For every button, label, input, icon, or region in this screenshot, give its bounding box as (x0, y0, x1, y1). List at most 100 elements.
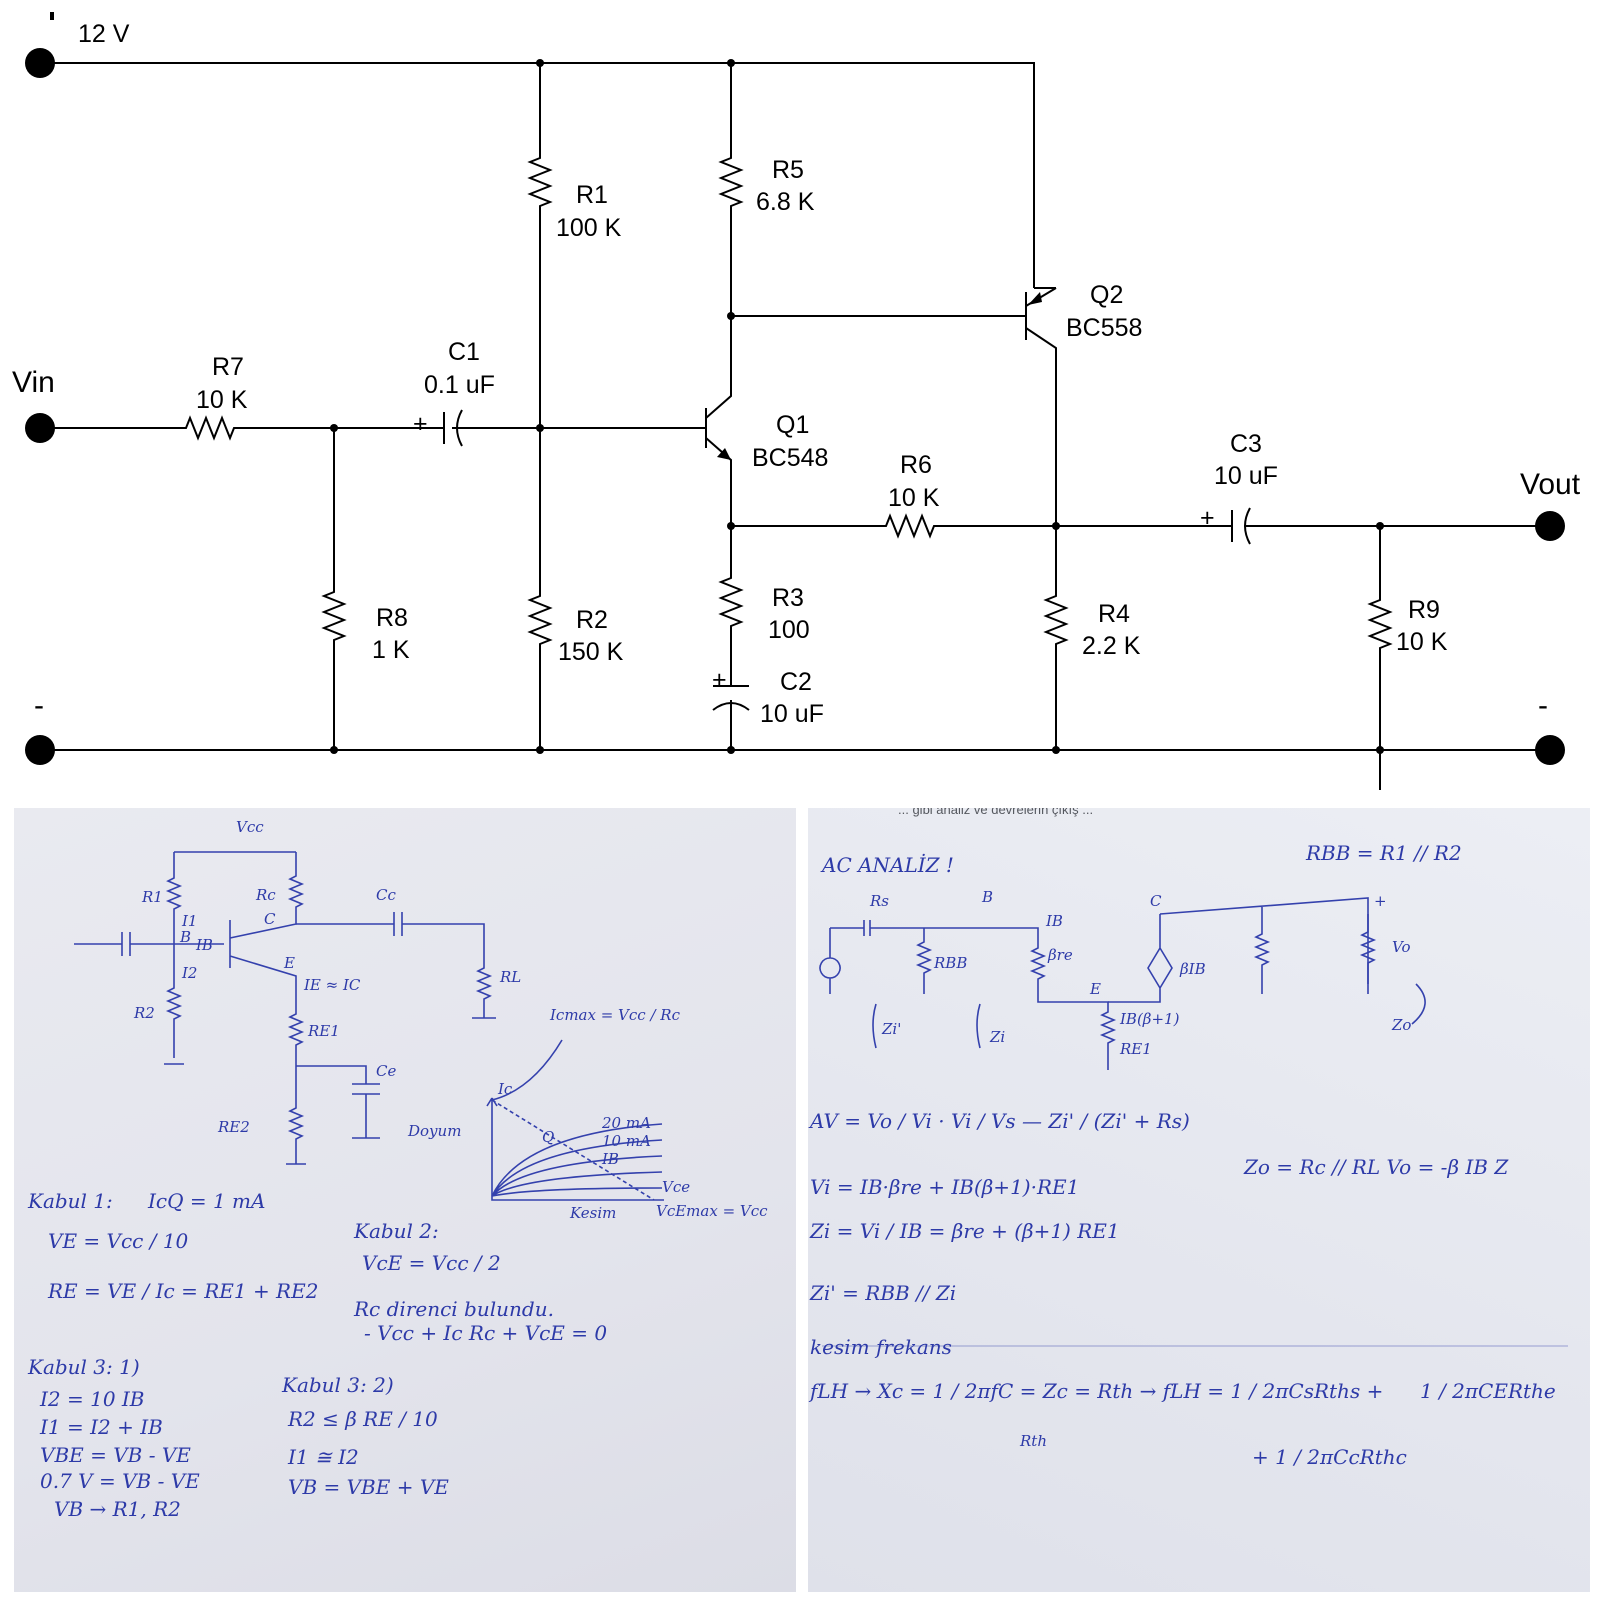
svg-text:RBB: RBB (933, 954, 967, 972)
r5-resistor (718, 63, 1026, 317)
c1-name: C1 (448, 338, 480, 366)
kabul-2-block: Kabul 2: VcE = Vcc / 2 Rc direnci bulund… (353, 1219, 607, 1345)
ground-terminal-left (25, 735, 55, 765)
svg-text:I1: I1 (181, 912, 197, 930)
r5-name: R5 (772, 156, 804, 184)
zi-formula: Zi = Vi / IB = βre + (β+1) RE1 (809, 1219, 1120, 1243)
zo-formula: Zo = Rc // RL Vo = -β IB Z (1243, 1155, 1509, 1179)
notes-right-drawing: ... gibi analiz ve devrelerin çıkış ... … (808, 808, 1568, 1469)
svg-text:Icmax = Vcc / Rc: Icmax = Vcc / Rc (549, 1006, 681, 1024)
c3-name: C3 (1230, 430, 1262, 458)
svg-text:VcEmax = Vcc: VcEmax = Vcc (656, 1202, 768, 1220)
r6-value: 10 K (888, 484, 940, 512)
flh-formula: fLH → Xc = 1 / 2πfC = Zc = Rth → fLH = 1… (808, 1379, 1383, 1403)
svg-text:C: C (264, 910, 276, 928)
rth-label: Rth (1019, 1432, 1047, 1450)
svg-text:RL: RL (499, 968, 521, 986)
svg-text:RE2: RE2 (217, 1118, 250, 1136)
svg-text:I1 ≅ I2: I1 ≅ I2 (287, 1445, 359, 1469)
supply-rail (40, 62, 1035, 288)
r8-value: 1 K (372, 636, 410, 664)
svg-text:Zi': Zi' (881, 1020, 901, 1038)
r6-resistor (731, 513, 1056, 539)
svg-text:Zo: Zo (1391, 1016, 1411, 1034)
r9-value: 10 K (1396, 628, 1448, 656)
q2-value: BC558 (1066, 314, 1142, 342)
svg-text:Cc: Cc (376, 886, 396, 904)
ac-sketch-labels: AC ANALİZ ! RBB = R1 // R2 Rs B C + IB β… (820, 841, 1462, 1058)
svg-text:IB: IB (601, 1150, 619, 1168)
sketch-ac-model (819, 897, 1568, 1347)
svg-text:Vce: Vce (662, 1178, 690, 1196)
r9-resistor (1367, 526, 1393, 790)
svg-text:E: E (283, 954, 295, 972)
zi-prime-formula: Zi' = RBB // Zi (809, 1281, 956, 1305)
q1-transistor (705, 316, 732, 526)
vin-label: Vin (12, 366, 55, 399)
ac-formulas: AV = Vo / Vi · Vi / Vs — Zi' / (Zi' + Rs… (808, 1109, 1556, 1469)
c3-capacitor (1056, 507, 1550, 545)
flh-term-e: 1 / 2πCERthe (1420, 1379, 1556, 1403)
svg-text:Rc direnci bulundu.: Rc direnci bulundu. (353, 1297, 554, 1321)
kabul-3-2-block: Kabul 3: 2) R2 ≤ β RE / 10 I1 ≅ I2 VB = … (281, 1373, 449, 1499)
r7-name: R7 (212, 353, 244, 381)
svg-text:RE1: RE1 (1119, 1040, 1152, 1058)
svg-text:IB(β+1): IB(β+1) (1119, 1010, 1180, 1028)
r8-name: R8 (376, 604, 408, 632)
svg-text:20 mA: 20 mA (601, 1114, 651, 1132)
svg-text:Ce: Ce (376, 1062, 396, 1080)
r1-name: R1 (576, 181, 608, 209)
minus-right-label: - (1538, 689, 1548, 722)
svg-text:Rs: Rs (869, 892, 889, 910)
r4-name: R4 (1098, 600, 1130, 628)
sketch-labels-left: Vcc R1 R2 Rc C B E I1 I2 IB IE ≈ IC RE1 … (133, 818, 768, 1222)
svg-text:IB: IB (195, 936, 213, 954)
q1-name: Q1 (776, 411, 809, 439)
svg-text:0.7 V = VB - VE: 0.7 V = VB - VE (40, 1469, 200, 1493)
svg-text:Zi: Zi (989, 1028, 1005, 1046)
svg-text:C: C (1150, 892, 1162, 910)
svg-text:B: B (179, 928, 191, 946)
c2-capacitor (712, 685, 750, 750)
c1-plus: + (413, 410, 428, 438)
svg-text:Vcc: Vcc (236, 818, 264, 836)
c2-plus: + (712, 666, 727, 694)
svg-text:VcE = Vcc / 2: VcE = Vcc / 2 (362, 1251, 501, 1275)
svg-text:I1 = I2 + IB: I1 = I2 + IB (39, 1415, 163, 1439)
r4-resistor (1043, 526, 1069, 750)
r4-value: 2.2 K (1082, 632, 1141, 660)
svg-text:RE1: RE1 (307, 1022, 340, 1040)
svg-text:- Vcc + Ic Rc + VcE = 0: - Vcc + Ic Rc + VcE = 0 (364, 1321, 607, 1345)
notes-photo-left: Vcc R1 R2 Rc C B E I1 I2 IB IE ≈ IC RE1 … (14, 808, 796, 1592)
c3-plus: + (1200, 504, 1215, 532)
svg-text:I2: I2 (181, 964, 197, 982)
r1-value: 100 K (556, 214, 622, 242)
q2-transistor (1025, 287, 1057, 526)
svg-text:Kesim: Kesim (569, 1204, 616, 1222)
sketch-circuit-left (74, 851, 664, 1201)
c3-value: 10 uF (1214, 462, 1278, 490)
svg-text:Kabul 3: 2): Kabul 3: 2) (281, 1373, 394, 1397)
vi-formula: Vi = IB·βre + IB(β+1)·RE1 (810, 1175, 1079, 1199)
svg-text:IB: IB (1045, 912, 1063, 930)
c1-value: 0.1 uF (424, 371, 495, 399)
svg-text:Rc: Rc (255, 886, 276, 904)
r6-name: R6 (900, 451, 932, 479)
kesim-frekans-heading: kesim frekans (810, 1335, 952, 1359)
svg-text:Kabul 1:: Kabul 1: (27, 1189, 113, 1213)
r3-resistor (718, 526, 744, 686)
svg-text:IE ≈ IC: IE ≈ IC (303, 976, 361, 994)
svg-text:IcQ = 1 mA: IcQ = 1 mA (147, 1189, 265, 1213)
svg-text:βre: βre (1047, 946, 1073, 964)
svg-text:Q: Q (542, 1128, 554, 1146)
svg-text:Kabul 3: 1): Kabul 3: 1) (27, 1355, 140, 1379)
notes-left-drawing: Vcc R1 R2 Rc C B E I1 I2 IB IE ≈ IC RE1 … (27, 818, 768, 1521)
input-wire (40, 415, 706, 441)
svg-text:I2 = 10 IB: I2 = 10 IB (39, 1387, 145, 1411)
kabul-3-1-block: Kabul 3: 1) I2 = 10 IB I1 = I2 + IB VBE … (27, 1355, 200, 1521)
svg-text:Kabul 2:: Kabul 2: (353, 1219, 439, 1243)
ac-analysis-title: AC ANALİZ ! (820, 853, 954, 877)
svg-text:VB = VBE + VE: VB = VBE + VE (288, 1475, 449, 1499)
svg-text:βIB: βIB (1179, 960, 1206, 978)
svg-text:R1: R1 (141, 888, 163, 906)
